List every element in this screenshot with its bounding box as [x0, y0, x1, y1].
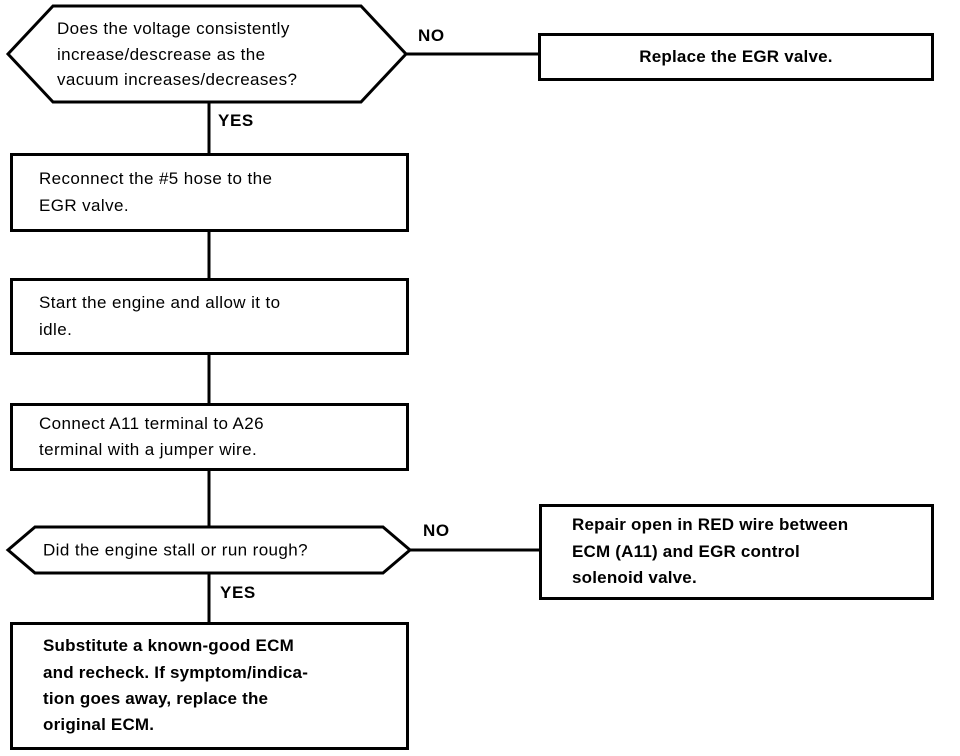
- process-reconnect-hose-label: Reconnect the #5 hose to the EGR valve.: [39, 169, 273, 215]
- decision-voltage-consistency-label: Does the voltage consistently increase/d…: [57, 18, 298, 89]
- process-reconnect-hose[interactable]: Reconnect the #5 hose to the EGR valve.: [10, 153, 409, 232]
- action-substitute-ecm-label: Substitute a known-good ECM and recheck.…: [43, 636, 309, 735]
- decision-voltage-consistency[interactable]: Does the voltage consistently increase/d…: [5, 4, 409, 104]
- action-repair-red-wire[interactable]: Repair open in RED wire between ECM (A11…: [539, 504, 934, 600]
- hexagon-shape: [5, 525, 413, 575]
- process-connect-terminals-label: Connect A11 terminal to A26 terminal wit…: [39, 413, 265, 459]
- branch-label-q2-no: NO: [423, 521, 450, 540]
- process-start-engine[interactable]: Start the engine and allow it to idle.: [10, 278, 409, 355]
- action-substitute-ecm[interactable]: Substitute a known-good ECM and recheck.…: [10, 622, 409, 750]
- process-connect-terminals[interactable]: Connect A11 terminal to A26 terminal wit…: [10, 403, 409, 471]
- branch-label-q1-yes: YES: [218, 111, 254, 130]
- action-replace-egr-valve-label: Replace the EGR valve.: [639, 46, 833, 66]
- decision-engine-stall[interactable]: Did the engine stall or run rough?: [5, 525, 413, 575]
- branch-label-q1-no: NO: [418, 26, 445, 45]
- hexagon-shape: [5, 4, 409, 104]
- branch-label-q2-yes: YES: [220, 583, 256, 602]
- action-repair-red-wire-label: Repair open in RED wire between ECM (A11…: [572, 515, 849, 588]
- decision-engine-stall-label: Did the engine stall or run rough?: [43, 540, 308, 560]
- action-replace-egr-valve[interactable]: Replace the EGR valve.: [538, 33, 934, 81]
- process-start-engine-label: Start the engine and allow it to idle.: [39, 293, 281, 339]
